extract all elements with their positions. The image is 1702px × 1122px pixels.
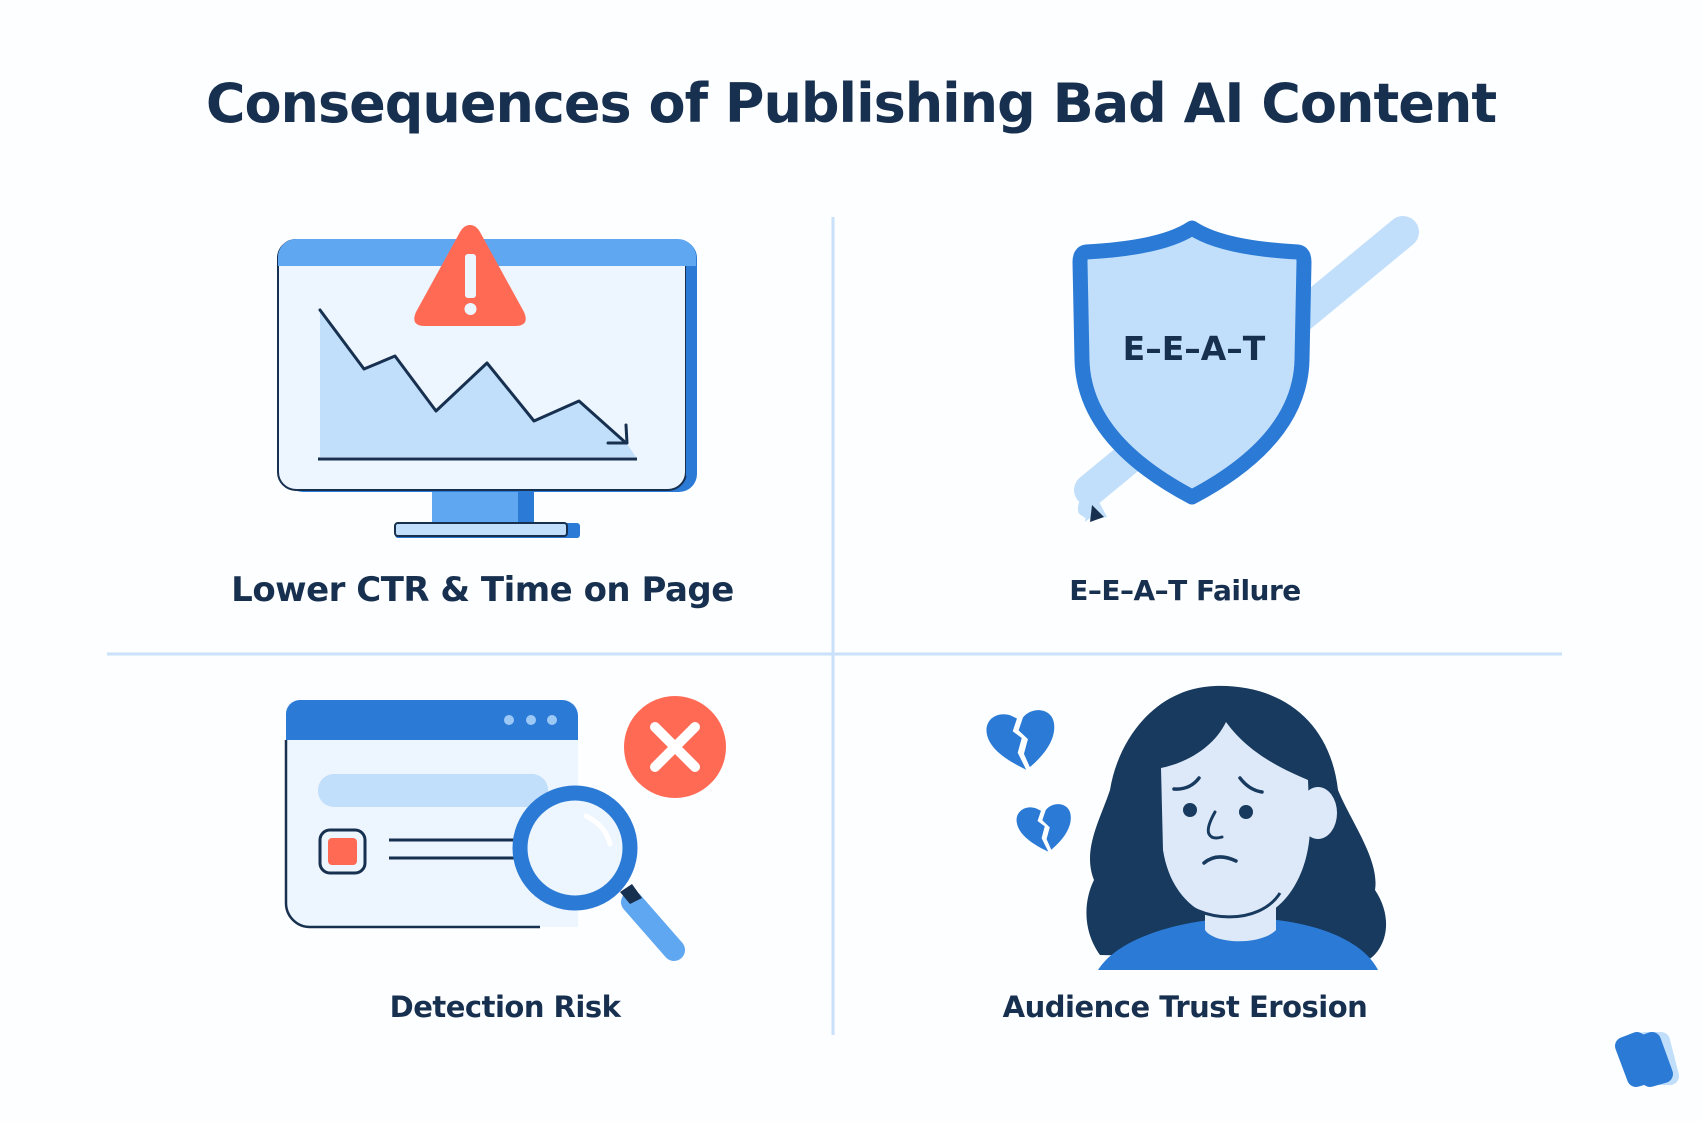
w-logo-icon [1615,1032,1679,1087]
quadrant-label-audience-trust: Audience Trust Erosion [1002,990,1368,1024]
quadrant-label-lower-ctr: Lower CTR & Time on Page [231,570,734,610]
shield-eeat-text: E–E–A–T [1123,329,1266,368]
broken-heart-icon [986,710,1055,770]
grid-dividers [107,217,1562,1035]
monitor-declining-chart-icon [277,225,697,538]
window-dot [547,715,557,725]
sad-woman-icon [986,685,1387,970]
error-x-icon [624,696,726,798]
magnifier-icon [512,785,685,961]
warning-icon [414,225,526,326]
broken-heart-icon [1016,804,1071,852]
shield-with-pen-icon: E–E–A–T [1072,216,1419,522]
quadrant-label-detection-risk: Detection Risk [389,990,621,1024]
shirt [1098,918,1378,970]
shield-shape [1072,220,1312,505]
window-dot [526,715,536,725]
window-dot [504,715,514,725]
page-title: Consequences of Publishing Bad AI Conten… [205,72,1497,135]
face [1161,722,1310,922]
quadrant-label-eeat-failure: E–E–A–T Failure [1069,574,1301,607]
browser-magnifier-icon [284,696,726,961]
